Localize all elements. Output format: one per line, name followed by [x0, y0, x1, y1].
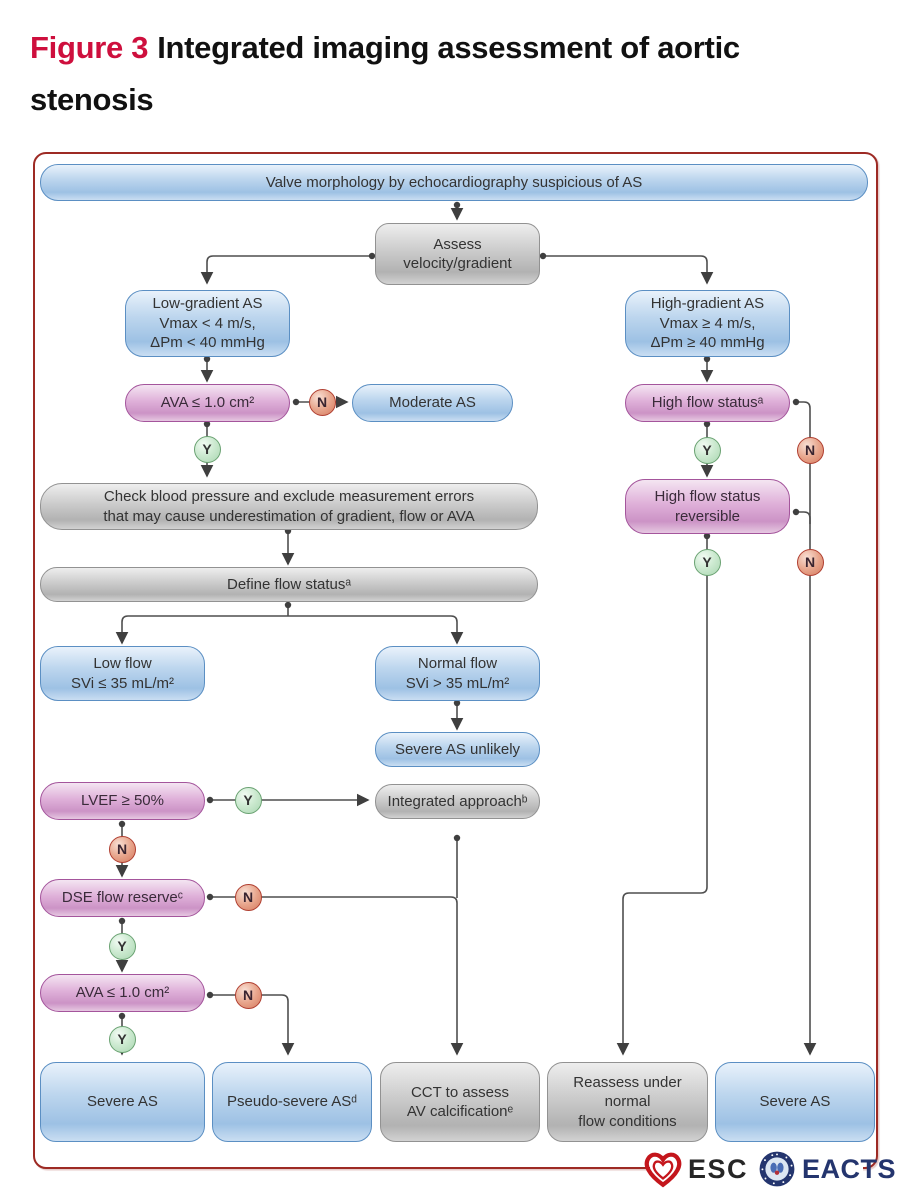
node-assess-velocity-gradient: Assess velocity/gradient [375, 223, 540, 285]
node-high-gradient-as: High-gradient AS Vmax ≥ 4 m/s, ΔPm ≥ 40 … [625, 290, 790, 357]
node-severe-as-left: Severe AS [40, 1062, 205, 1142]
footer-logos: ESC EACTS [642, 1146, 896, 1192]
yes-badge: Y [234, 786, 262, 814]
node-valve-morphology: Valve morphology by echocardiography sus… [40, 164, 868, 201]
node-cct-av-calcification: CCT to assess AV calcificationᵉ [380, 1062, 540, 1142]
logo-background-strip [650, 1157, 863, 1181]
node-pseudo-severe-as: Pseudo-severe ASᵈ [212, 1062, 372, 1142]
no-badge: N [234, 981, 262, 1009]
no-badge: N [108, 835, 136, 863]
yes-badge: Y [693, 436, 721, 464]
eacts-logo-text: EACTS [802, 1153, 897, 1184]
figure-number: Figure 3 [30, 30, 149, 65]
no-badge: N [308, 388, 336, 416]
node-check-blood-pressure: Check blood pressure and exclude measure… [40, 483, 538, 530]
node-severe-as-right: Severe AS [715, 1062, 875, 1142]
figure-title-text: Integrated imaging assessment of aortic … [30, 30, 740, 118]
node-ava-le-1-second: AVA ≤ 1.0 cm² [40, 974, 205, 1012]
node-lvef: LVEF ≥ 50% [40, 782, 205, 820]
no-badge: N [234, 883, 262, 911]
node-high-flow-status: High flow statusᵃ [625, 384, 790, 422]
yes-badge: Y [108, 932, 136, 960]
node-normal-flow: Normal flow SVi > 35 mL/m² [375, 646, 540, 701]
node-dse-flow-reserve: DSE flow reserveᶜ [40, 879, 205, 917]
yes-badge: Y [693, 548, 721, 576]
node-high-flow-status-reversible: High flow status reversible [625, 479, 790, 534]
node-define-flow-status: Define flow statusᵃ [40, 567, 538, 602]
no-badge: N [796, 436, 824, 464]
node-severe-as-unlikely: Severe AS unlikely [375, 732, 540, 767]
node-moderate-as: Moderate AS [352, 384, 513, 422]
esc-heart-icon [642, 1147, 684, 1191]
node-low-flow: Low flow SVi ≤ 35 mL/m² [40, 646, 205, 701]
node-reassess-flow: Reassess under normal flow conditions [547, 1062, 708, 1142]
node-low-gradient-as: Low-gradient AS Vmax < 4 m/s, ΔPm < 40 m… [125, 290, 290, 357]
no-badge: N [796, 548, 824, 576]
flowchart-frame [33, 152, 878, 1169]
yes-badge: Y [108, 1025, 136, 1053]
eacts-emblem-icon [758, 1150, 796, 1188]
esc-logo-text: ESC [688, 1153, 749, 1184]
node-ava-le-1: AVA ≤ 1.0 cm² [125, 384, 290, 422]
node-integrated-approach: Integrated approachᵇ [375, 784, 540, 819]
yes-badge: Y [193, 435, 221, 463]
